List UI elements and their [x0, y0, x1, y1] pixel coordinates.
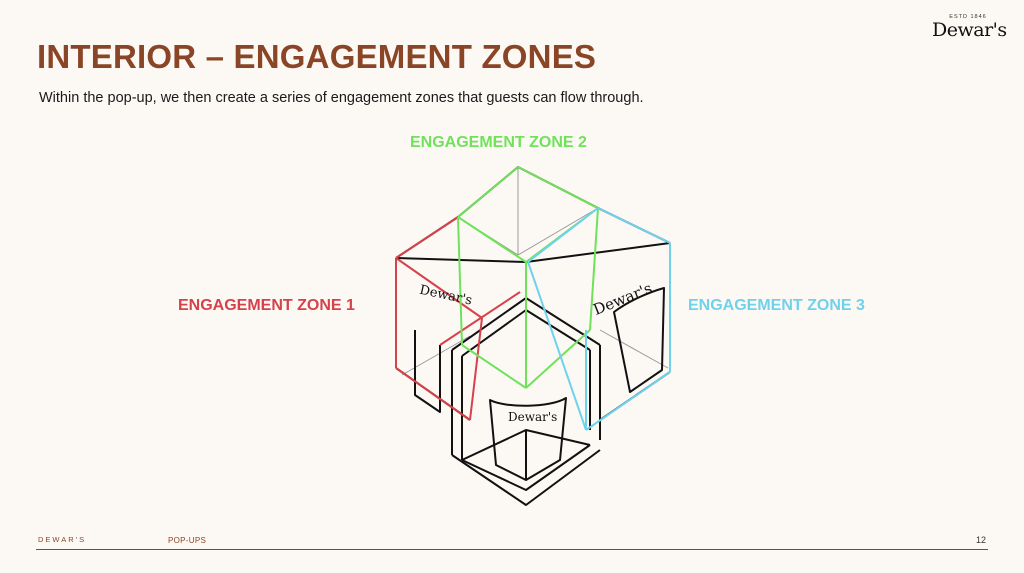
footer-section: POP-UPS: [168, 536, 207, 545]
popup-structure: [395, 166, 671, 506]
dewars-logo: ESTD 1846 Dewar's: [932, 14, 1007, 41]
right-panel-brand: Dewar's: [591, 279, 655, 319]
slide-subtitle: Within the pop-up, we then create a seri…: [39, 90, 644, 106]
zone-2-outline: [457, 166, 599, 389]
zone-1-outline: [395, 216, 521, 421]
page-number: 12: [975, 535, 986, 545]
zone-1-label: ENGAGEMENT ZONE 1: [178, 297, 355, 314]
logo-wordmark: Dewar's: [932, 19, 1007, 41]
left-panel-brand: Dewar's: [418, 283, 473, 309]
logo-est-text: ESTD 1846: [949, 14, 987, 20]
zone-3-outline: [527, 207, 671, 431]
center-panel-brand: Dewar's: [508, 410, 557, 424]
slide-title: INTERIOR – ENGAGEMENT ZONES: [37, 38, 597, 75]
footer-divider: [36, 549, 988, 550]
zone-2-label: ENGAGEMENT ZONE 2: [410, 134, 587, 151]
zone-3-label: ENGAGEMENT ZONE 3: [688, 297, 865, 314]
footer-brand: DEWAR'S: [38, 535, 87, 544]
